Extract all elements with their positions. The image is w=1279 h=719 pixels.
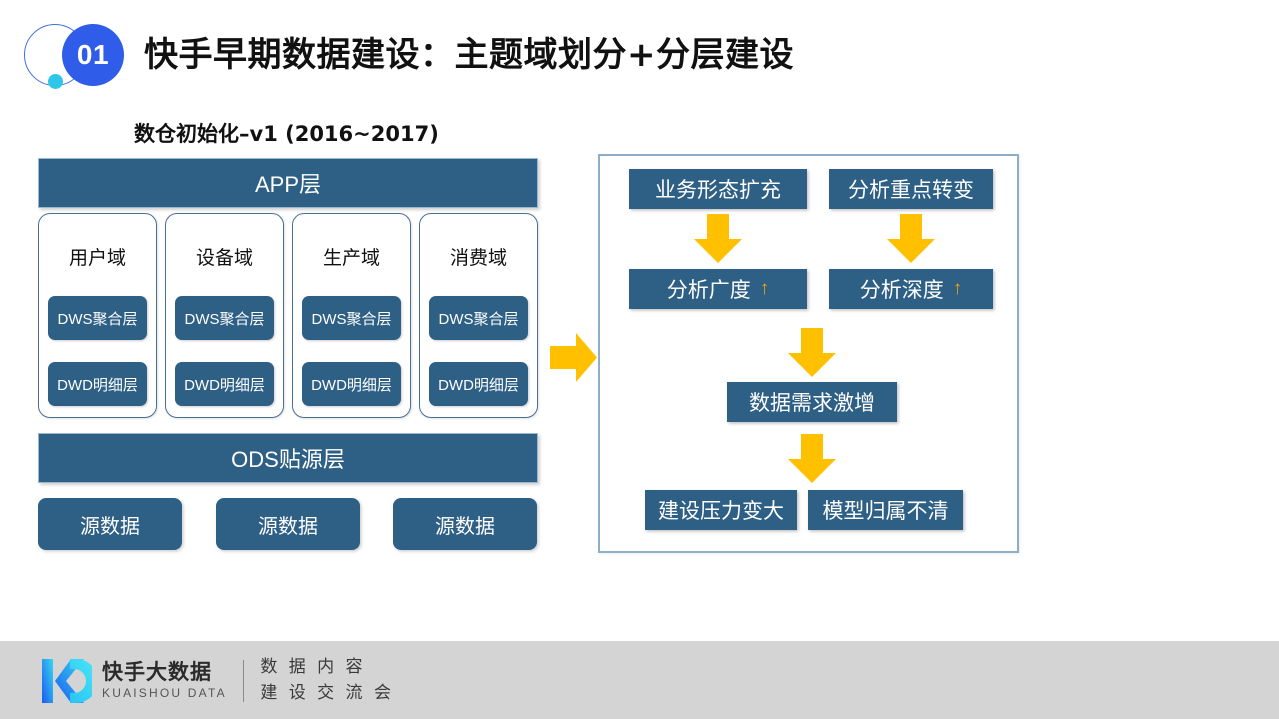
- domain-column-production: 生产域 DWS聚合层 DWD明细层: [292, 213, 411, 418]
- layer-chip-dwd: DWD明细层: [429, 362, 528, 406]
- ods-layer-band: ODS贴源层: [38, 433, 538, 483]
- slide-footer: 快手大数据 KUAISHOU DATA 数 据 内 容 建 设 交 流 会: [0, 641, 1279, 719]
- badge-dot-icon: [48, 74, 63, 89]
- domain-columns: 用户域 DWS聚合层 DWD明细层 设备域 DWS聚合层 DWD明细层 生产域 …: [38, 213, 538, 418]
- layer-chip-dwd: DWD明细层: [175, 362, 274, 406]
- slide-header: 01 快手早期数据建设：主题域划分+分层建设: [0, 0, 1279, 105]
- flow-box-label: 分析深度: [859, 279, 944, 302]
- brand-name-en: KUAISHOU DATA: [102, 685, 227, 700]
- event-name: 数 据 内 容 建 设 交 流 会: [260, 655, 394, 706]
- up-arrow-icon: ↑: [759, 278, 770, 299]
- data-warehouse-diagram: 数仓初始化–v1 (2016~2017) APP层 用户域 DWS聚合层 DWD…: [38, 118, 540, 558]
- source-data-box: 源数据: [216, 498, 360, 550]
- kuaishou-data-logo-icon: [40, 657, 98, 705]
- section-badge: 01: [18, 18, 136, 90]
- layer-chip-dws: DWS聚合层: [175, 296, 274, 340]
- down-arrow-icon: [786, 328, 838, 378]
- layer-chip-dws: DWS聚合层: [429, 296, 528, 340]
- flow-box-business-expansion: 业务形态扩充: [629, 169, 807, 209]
- flow-box-analysis-breadth: 分析广度 ↑: [629, 269, 807, 309]
- layer-chip-dws: DWS聚合层: [302, 296, 401, 340]
- domain-title: 消费域: [449, 248, 507, 269]
- footer-divider: [242, 659, 245, 702]
- source-data-box: 源数据: [393, 498, 537, 550]
- flow-box-demand-surge: 数据需求激增: [727, 382, 897, 422]
- badge-number: 01: [76, 39, 110, 70]
- domain-column-consumption: 消费域 DWS聚合层 DWD明细层: [419, 213, 538, 418]
- challenges-flowchart: 业务形态扩充 分析重点转变 分析广度 ↑ 分析深度 ↑ 数据需求激增 建设压力变…: [598, 154, 1019, 553]
- brand-name-cn: 快手大数据: [102, 660, 212, 685]
- page-title: 快手早期数据建设：主题域划分+分层建设: [144, 35, 794, 75]
- diagram-caption: 数仓初始化–v1 (2016~2017): [134, 122, 439, 146]
- layer-chip-dws: DWS聚合层: [48, 296, 147, 340]
- layer-chip-dwd: DWD明细层: [302, 362, 401, 406]
- up-arrow-icon: ↑: [952, 278, 963, 299]
- badge-circle: 01: [62, 24, 124, 86]
- flow-box-model-ownership: 模型归属不清: [808, 490, 963, 530]
- domain-title: 设备域: [195, 248, 253, 269]
- domain-title: 用户域: [68, 248, 126, 269]
- domain-column-device: 设备域 DWS聚合层 DWD明细层: [165, 213, 284, 418]
- flow-box-label: 分析广度: [666, 279, 751, 302]
- flow-box-build-pressure: 建设压力变大: [645, 490, 797, 530]
- right-arrow-icon: [550, 330, 598, 385]
- source-data-row: 源数据 源数据 源数据: [38, 498, 538, 550]
- brand-name: 快手大数据 KUAISHOU DATA: [102, 661, 227, 699]
- event-name-line2: 建 设 交 流 会: [260, 682, 394, 703]
- source-data-box: 源数据: [38, 498, 182, 550]
- domain-column-user: 用户域 DWS聚合层 DWD明细层: [38, 213, 157, 418]
- domain-title: 生产域: [322, 248, 380, 269]
- app-layer-band: APP层: [38, 158, 538, 208]
- event-name-line1: 数 据 内 容: [260, 657, 366, 677]
- down-arrow-icon: [885, 214, 937, 264]
- brand-logo: 快手大数据 KUAISHOU DATA 数 据 内 容 建 设 交 流 会: [40, 655, 394, 706]
- flow-box-analysis-shift: 分析重点转变: [829, 169, 993, 209]
- flow-box-analysis-depth: 分析深度 ↑: [829, 269, 993, 309]
- down-arrow-icon: [786, 434, 838, 484]
- down-arrow-icon: [692, 214, 744, 264]
- layer-chip-dwd: DWD明细层: [48, 362, 147, 406]
